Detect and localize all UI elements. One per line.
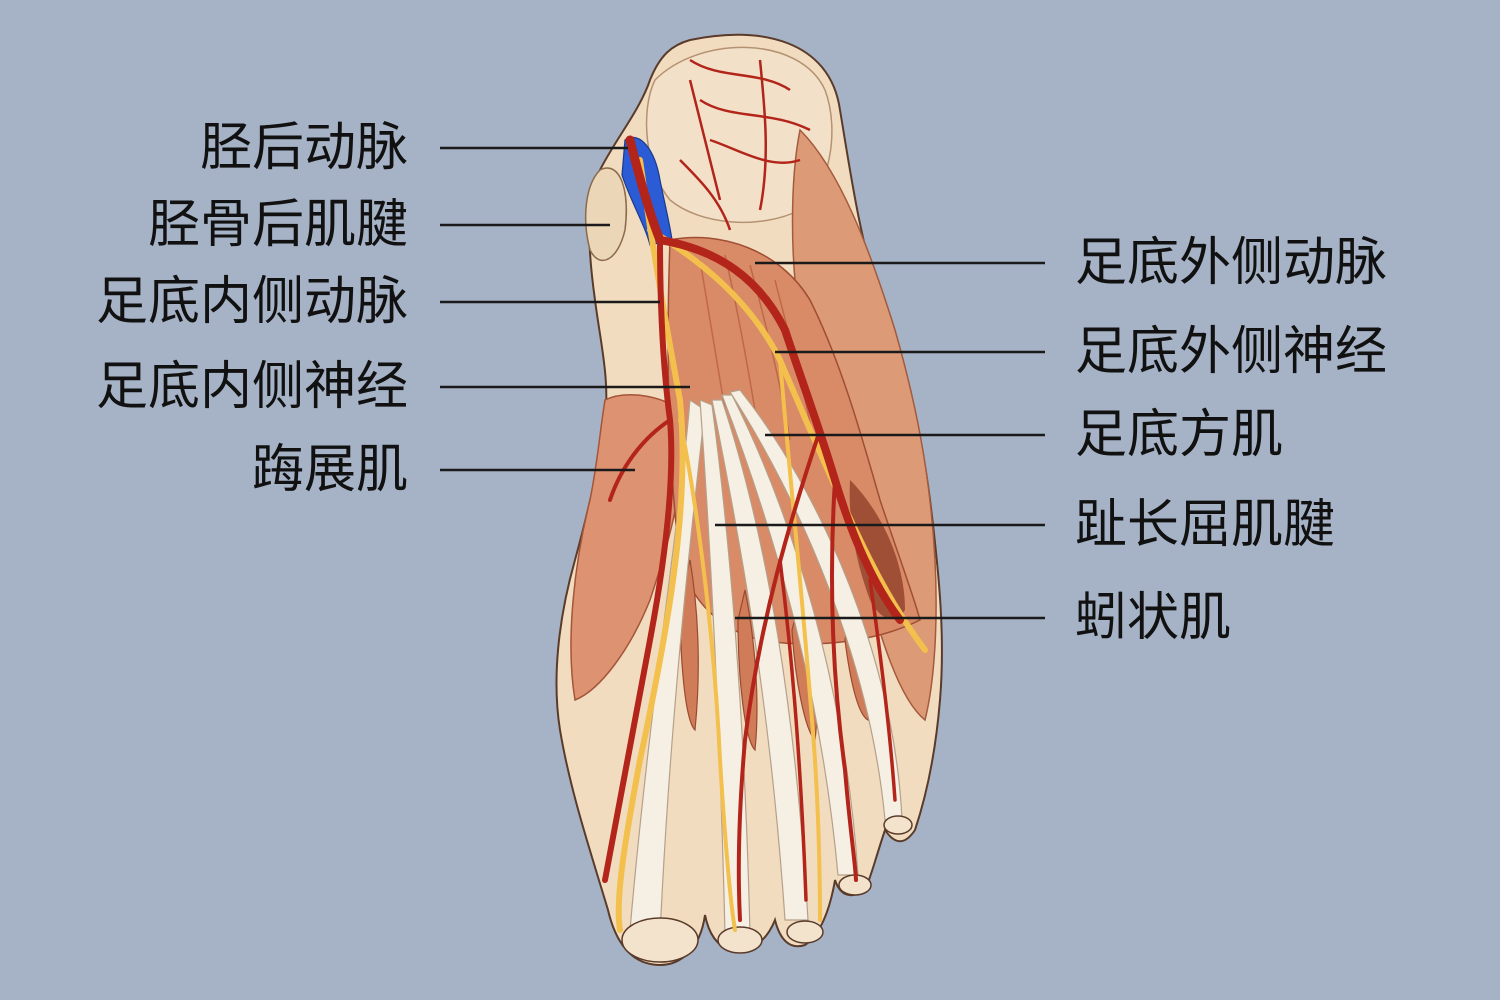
label-tibialis-posterior-tendon: 胫骨后肌腱 xyxy=(147,195,408,255)
calcaneal-artery-network xyxy=(679,58,811,231)
arteries xyxy=(602,135,904,922)
lateral-plantar-artery xyxy=(656,236,904,624)
flexor-tendons xyxy=(629,389,903,936)
medial-malleolus xyxy=(584,167,627,262)
leader-lines xyxy=(440,146,1045,620)
posterior-tibial-artery xyxy=(625,135,665,245)
second-toe-pad xyxy=(717,926,763,954)
label-abductor-hallucis: 踇展肌 xyxy=(251,440,408,500)
foot-illustration xyxy=(555,33,943,967)
big-toe-pad xyxy=(621,917,699,963)
lateral-shadow xyxy=(849,480,905,619)
label-posterior-tibial-artery: 胫后动脉 xyxy=(199,118,408,178)
fifth-toe-pad xyxy=(883,815,913,835)
label-lateral-plantar-nerve: 足底外侧神经 xyxy=(1075,322,1388,382)
label-medial-plantar-nerve: 足底内侧神经 xyxy=(95,357,408,417)
label-lateral-plantar-artery: 足底外侧动脉 xyxy=(1075,233,1388,293)
medial-plantar-artery xyxy=(602,237,675,883)
toe-pads xyxy=(621,815,913,963)
third-toe-pad xyxy=(786,920,824,944)
label-medial-plantar-artery: 足底内侧动脉 xyxy=(95,272,408,332)
label-quadratus-plantae: 足底方肌 xyxy=(1075,405,1284,465)
label-lumbricals: 蚓状肌 xyxy=(1075,588,1232,648)
label-flexor-digitorum-longus-tendon: 趾长屈肌腱 xyxy=(1075,495,1336,555)
